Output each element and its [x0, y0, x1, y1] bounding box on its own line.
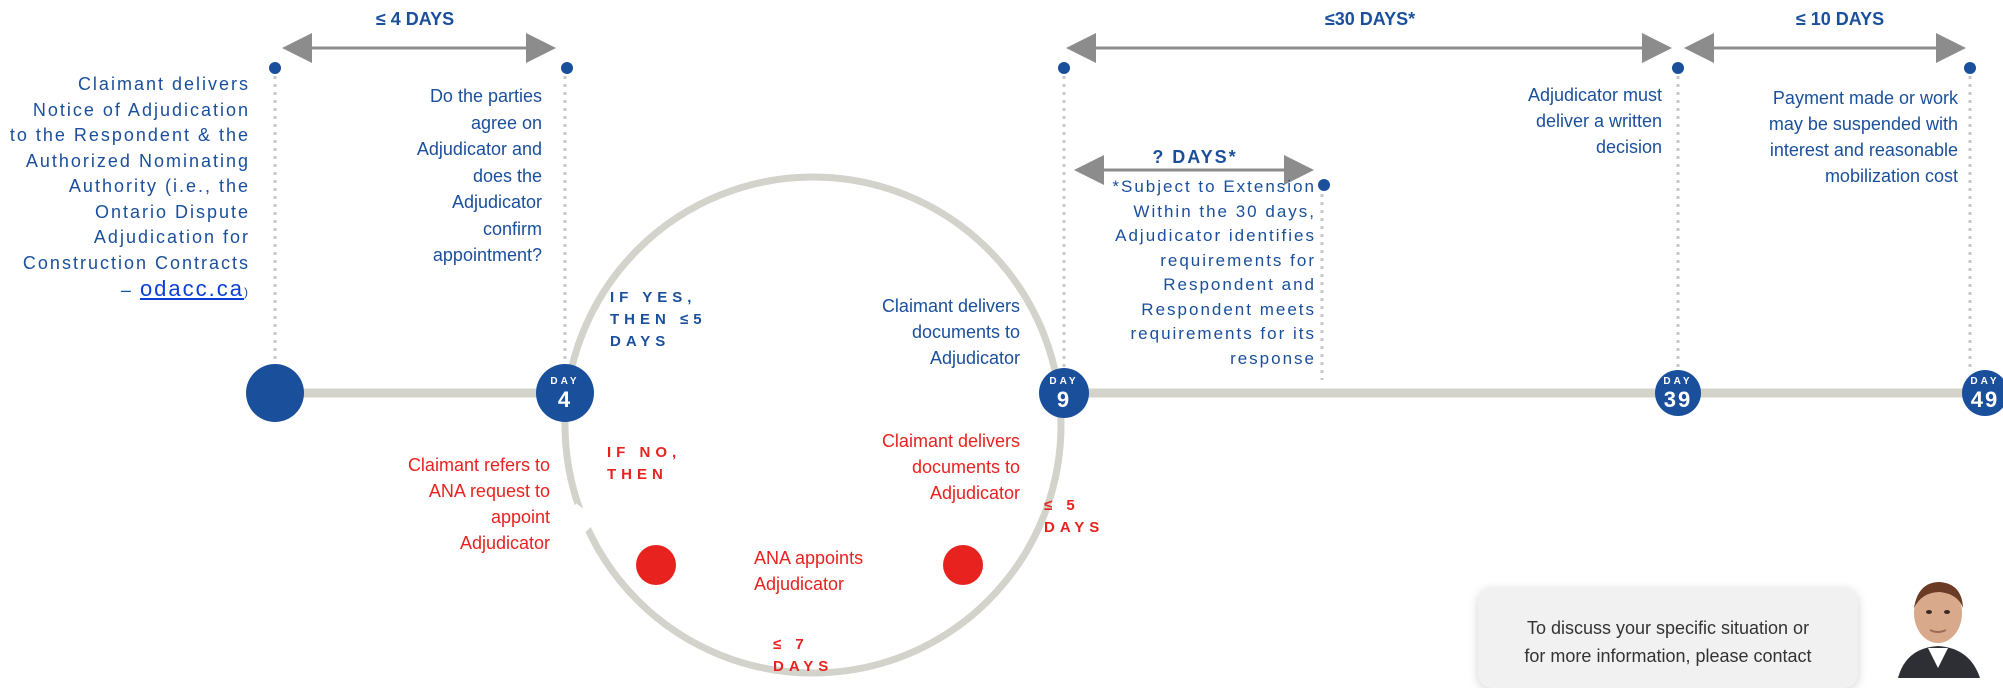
- dot-start: [269, 62, 281, 74]
- dot-day9: [1058, 62, 1070, 74]
- loop-notch: [573, 503, 599, 542]
- contact-line-2: for more information, please contact: [1524, 646, 1812, 666]
- contact-photo: [1888, 568, 1988, 678]
- dot-extension: [1318, 179, 1330, 191]
- odacc-link[interactable]: odacc.ca: [139, 276, 244, 301]
- day9-node: [1039, 368, 1089, 418]
- claimant-notice-text: Claimant delivers Notice of Adjudication…: [9, 74, 250, 301]
- red-node-left: [636, 545, 676, 585]
- if-no-label: IF NO, THEN: [607, 444, 682, 483]
- if-yes-label: IF YES, THEN ≤5 DAYS: [610, 289, 707, 350]
- le7-days-label: ≤ 7 DAYS: [773, 636, 834, 675]
- start-node: [246, 364, 304, 422]
- day49-node: [1962, 370, 2003, 416]
- duration-30-days: ≤30 DAYS*: [1324, 9, 1416, 29]
- dot-day39: [1672, 62, 1684, 74]
- red-node-right: [943, 545, 983, 585]
- dot-day4: [561, 62, 573, 74]
- ana-appoints-text: ANA appoints Adjudicator: [754, 548, 864, 594]
- day39-node: [1655, 370, 1701, 416]
- dot-day49: [1964, 62, 1976, 74]
- subject-extension-text: *Subject to Extension Within the 30 days…: [1112, 177, 1316, 368]
- contact-line-1: To discuss your specific situation or: [1526, 618, 1810, 638]
- claimant-delivers-yes-text: Claimant delivers documents to Adjudicat…: [881, 296, 1020, 368]
- claimant-refers-text: Claimant refers to ANA request to appoin…: [407, 455, 550, 553]
- adjudicator-decision-text: Adjudicator must deliver a written decis…: [1527, 85, 1662, 157]
- payment-made-text: Payment made or work may be suspended wi…: [1768, 88, 1958, 186]
- contact-card: To discuss your specific situation or fo…: [1478, 588, 1858, 688]
- parties-agree-text: Do the parties agree on Adjudicator and …: [416, 86, 542, 265]
- duration-10-days: ≤ 10 DAYS: [1795, 9, 1885, 29]
- claimant-delivers-no-text: Claimant delivers documents to Adjudicat…: [881, 431, 1020, 503]
- le5-days-label: ≤ 5 DAYS: [1044, 497, 1105, 536]
- day4-node: [536, 364, 594, 422]
- duration-4-days: ≤ 4 DAYS: [375, 9, 455, 29]
- duration-q-days: ? DAYS*: [1152, 147, 1238, 167]
- adjudicator-loop: [561, 173, 1065, 677]
